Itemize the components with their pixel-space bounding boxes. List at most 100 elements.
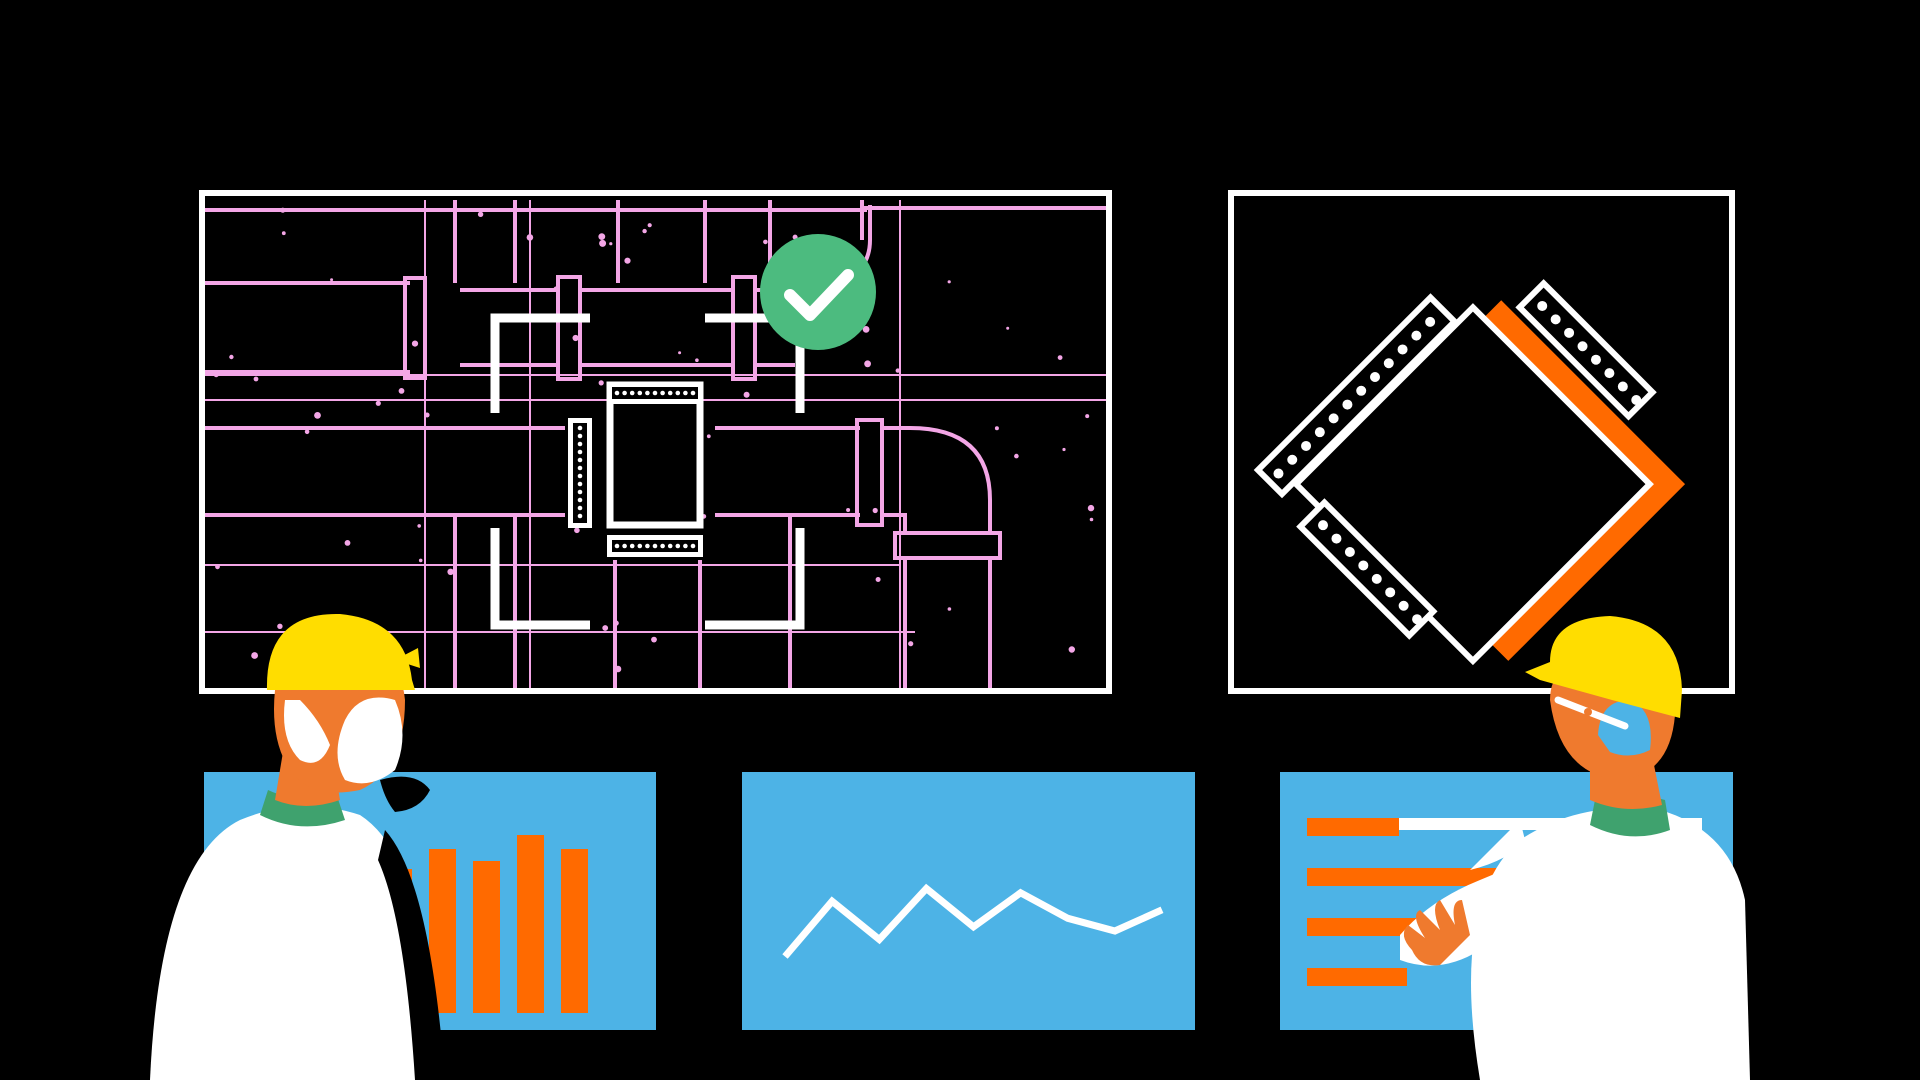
speck [1057,355,1063,360]
hbar [1307,868,1507,886]
pin-dot [1412,614,1423,625]
pin-dot [1577,341,1588,352]
bolt-dot [577,425,583,431]
speck [572,334,579,342]
speck [647,223,652,228]
pin-dot [1537,300,1548,311]
speck [651,636,657,643]
speck [678,351,682,355]
pin-dot [1344,547,1355,558]
bolt-dot [577,441,583,447]
bolt-dot [577,497,583,503]
pin-dot [1604,368,1615,379]
bolt-dot [577,513,583,519]
speck [609,242,613,246]
bar [473,861,500,1013]
bolt-dot [667,543,673,549]
bolt-dot [577,457,583,463]
pin-dot [1318,520,1329,531]
pin-dot [1369,372,1380,383]
hard-hat [266,613,415,690]
bar [561,849,588,1013]
pin-dot [1631,394,1642,405]
line-chart-panel [742,772,1195,1030]
bolt-dot [683,543,688,549]
speck [314,412,321,419]
speck [599,239,607,247]
speck [344,540,351,546]
hand [1403,900,1470,966]
speck [895,368,900,373]
bolt-dot [577,473,583,479]
bolt-dot [577,449,583,455]
component-monitor [1228,190,1735,694]
pin-dot [1550,314,1561,325]
speck [411,340,419,347]
speck [229,354,234,360]
pin-dot [1287,454,1298,465]
speck [304,429,310,435]
speck [417,524,422,528]
bolt-dot [667,390,673,396]
speck [398,388,405,394]
bolt-dot [622,543,627,549]
speck [947,607,952,611]
speck [375,400,381,406]
speck [642,228,647,234]
pin-dot [1314,427,1325,438]
pin-dot [1328,413,1339,424]
bolt-dot [652,543,658,549]
speck [447,568,454,575]
speck [1087,504,1095,512]
blueprint-monitor [199,190,1112,694]
speck [624,257,631,264]
bolt-dot [675,543,681,549]
speck [695,358,699,363]
speck [743,391,750,398]
trend-line [782,883,1164,959]
speck [281,231,286,236]
bolt-dot [614,390,620,396]
pin-dot [1358,560,1369,571]
bolt-dot [577,481,583,487]
speck [1085,414,1090,419]
speck [846,508,851,512]
speck [477,211,484,217]
engineer-right [1400,616,1750,1080]
pipe-diagram [205,200,1110,690]
hbar [1307,918,1419,936]
pin-dot [1301,440,1312,451]
bolt-dot [622,390,627,396]
bolt-dot [577,505,583,511]
bolt-dot [683,390,688,396]
speck [862,326,870,333]
bar [517,835,544,1013]
pin-dot [1398,600,1409,611]
speck [908,641,914,647]
pin-dot [1356,385,1367,396]
speck [994,426,999,431]
speck [1014,453,1019,459]
speck [277,623,283,629]
pin-dot [1331,533,1342,544]
bolt-dot [675,390,681,396]
bolt-dot [629,543,635,549]
pin-dot [1564,327,1575,338]
pin-dot [1617,381,1628,392]
pin-dot [1590,354,1601,365]
speck [574,527,580,534]
speck [1068,646,1076,653]
lab-coat [150,806,440,1080]
bolt-dot [637,543,643,549]
speck [875,577,881,582]
speck [253,376,259,382]
bolt-dot [652,390,658,396]
circuit-module-icon [1253,279,1686,666]
speck [763,239,768,245]
bolt-dot [660,543,665,549]
pin-dot [1342,399,1353,410]
bolt-dot [577,465,583,471]
bolt-dot [637,390,643,396]
engineer-left [150,613,445,1080]
